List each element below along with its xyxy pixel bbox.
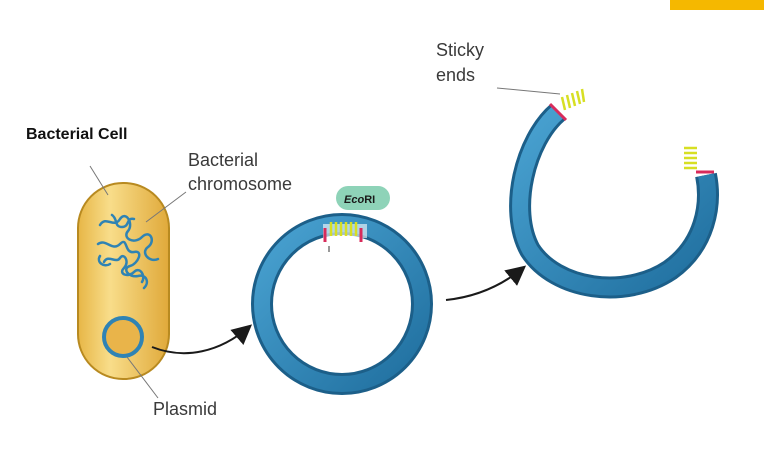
sticky-end-1 <box>548 88 586 122</box>
plasmid-label: Plasmid <box>153 399 217 419</box>
bacterial-cell-label: Bacterial Cell <box>26 126 127 143</box>
cut-plasmid <box>509 103 719 299</box>
sticky-end-2 <box>684 146 714 174</box>
arrow-2 <box>445 265 527 301</box>
bacterial-chromosome-label-line2: chromosome <box>188 174 292 194</box>
sticky-ends-label-line2: ends <box>436 65 475 85</box>
plasmid-in-cell <box>102 316 144 358</box>
ecori-recognition-site <box>323 222 367 252</box>
accent-bar <box>670 0 764 10</box>
plasmid-ring <box>251 213 433 395</box>
bacterial-cell <box>77 182 170 380</box>
enzyme-name-italic: Eco <box>344 194 364 206</box>
enzyme-name-rest: RI <box>364 194 375 206</box>
sticky-ends-label-line1: Sticky <box>436 40 484 60</box>
arrow-1 <box>151 324 253 355</box>
ecori-enzyme-badge: EcoRI <box>336 186 390 210</box>
bacterial-chromosome-label-line1: Bacterial <box>188 150 258 170</box>
svg-text:EcoRI: EcoRI <box>344 194 375 206</box>
bacterial-chromosome <box>96 213 160 290</box>
